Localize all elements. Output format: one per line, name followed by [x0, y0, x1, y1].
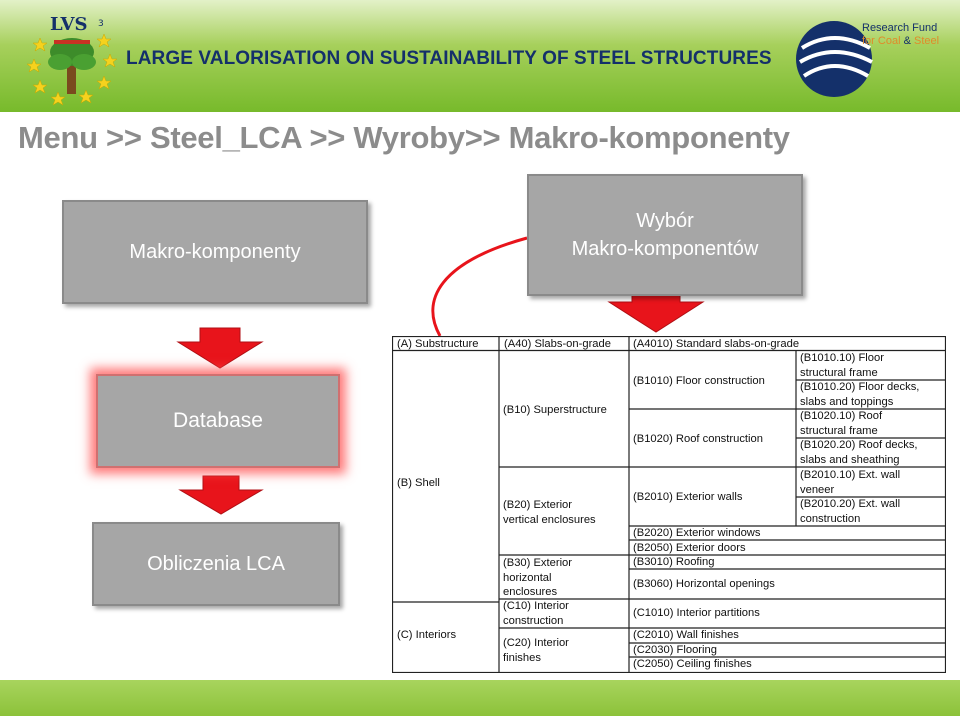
cell-b102020: (B1020.20) Roof decks, slabs and sheathi… — [800, 438, 918, 467]
cell-c10-line-2: construction — [503, 614, 564, 627]
cell-b1020: (B1020) Roof construction — [633, 433, 763, 445]
cell-c10: (C10) Interior construction — [503, 599, 569, 628]
footer-band — [0, 680, 960, 716]
cell-b201010-line-2: veneer — [800, 483, 835, 496]
cell-c20: (C20) Interior finishes — [503, 636, 569, 665]
header-slabs-on-grade: (A40) Slabs-on-grade — [504, 338, 611, 350]
header-band: LVS 3 LARGE VALORISATION ON SUSTAINABILI… — [0, 0, 960, 112]
header-title: LARGE VALORISATION ON SUSTAINABILITY OF … — [126, 48, 772, 69]
rfcs-for-coal: for Coal — [862, 35, 901, 47]
cell-c2050: (C2050) Ceiling finishes — [633, 658, 752, 670]
cell-b102010: (B1020.10) Roof structural frame — [800, 409, 882, 438]
cell-b101020-line-1: (B1010.20) Floor decks, — [800, 381, 920, 393]
cell-b2010: (B2010) Exterior walls — [633, 491, 743, 503]
wybor-line-2: Makro-komponentów — [571, 238, 759, 260]
cell-b102020-line-1: (B1020.20) Roof decks, — [800, 439, 918, 451]
wybor-line-1: Wybór — [636, 210, 694, 232]
cell-b20: (B20) Exterior vertical enclosures — [503, 498, 596, 527]
cell-b201020: (B2010.20) Ext. wall construction — [800, 497, 900, 526]
cell-b3060: (B3060) Horizontal openings — [633, 578, 775, 590]
cell-b1010: (B1010) Floor construction — [633, 375, 765, 387]
rfcs-line-2: for Coal & Steel — [862, 35, 939, 48]
lvs-logo-text: LVS — [50, 14, 88, 35]
rfcs-logo-icon — [796, 21, 873, 97]
wybor-box[interactable]: Wybór Makro-komponentów — [527, 174, 803, 296]
cell-b101020-line-2: slabs and toppings — [800, 395, 894, 408]
rfcs-steel: Steel — [914, 35, 940, 47]
cell-b30-line-3: enclosures — [503, 586, 558, 598]
rfcs-line-1: Research Fund — [862, 22, 938, 34]
database-label: Database — [173, 409, 263, 432]
cell-b101020: (B1010.20) Floor decks, slabs and toppin… — [800, 380, 919, 409]
cell-b20-line-1: (B20) Exterior — [503, 499, 573, 511]
cell-b2050: (B2050) Exterior doors — [633, 542, 746, 554]
curved-arrow-icon — [431, 236, 528, 337]
cell-b30: (B30) Exterior horizontal enclosures — [503, 556, 572, 600]
lvs-logo-sup: 3 — [98, 19, 104, 29]
cell-b3010: (B3010) Roofing — [633, 556, 715, 568]
cell-b20-line-2: vertical enclosures — [503, 513, 596, 526]
classification-table: (A) Substructure (A40) Slabs-on-grade (A… — [392, 336, 946, 673]
makro-komponenty-box[interactable]: Makro-komponenty — [62, 200, 368, 304]
lvs-logo-icon: LVS 3 — [26, 14, 118, 106]
rfcs-amp: & — [903, 35, 911, 47]
down-arrow-makro-icon — [176, 327, 264, 369]
cell-b30-line-1: (B30) Exterior — [503, 557, 573, 569]
page-title: Menu >> Steel_LCA >> Wyroby>> Makro-komp… — [18, 120, 790, 155]
cell-shell: (B) Shell — [397, 477, 440, 489]
down-arrow-database-icon — [178, 475, 264, 515]
cell-b102020-line-2: slabs and sheathing — [800, 453, 900, 466]
cell-b201020-line-1: (B2010.20) Ext. wall — [800, 498, 901, 510]
cell-c20-line-2: finishes — [503, 651, 541, 664]
header-substructure: (A) Substructure — [397, 338, 479, 350]
header-standard-slabs: (A4010) Standard slabs-on-grade — [633, 338, 800, 350]
cell-interiors: (C) Interiors — [397, 629, 457, 641]
obliczenia-lca-label: Obliczenia LCA — [147, 552, 285, 575]
cell-b101010-line-2: structural frame — [800, 366, 878, 379]
cell-b201020-line-2: construction — [800, 512, 861, 525]
makro-komponenty-label: Makro-komponenty — [129, 240, 301, 263]
cell-c2010: (C2010) Wall finishes — [633, 629, 739, 641]
cell-c1010: (C1010) Interior partitions — [633, 607, 760, 619]
rfcs-text: Research Fund for Coal & Steel — [862, 22, 939, 48]
cell-b102010-line-1: (B1020.10) Roof — [800, 410, 883, 422]
cell-b2020: (B2020) Exterior windows — [633, 527, 761, 539]
cell-b101010: (B1010.10) Floor structural frame — [800, 351, 884, 380]
cell-b101010-line-1: (B1010.10) Floor — [800, 352, 884, 364]
cell-b30-line-2: horizontal — [503, 571, 552, 584]
cell-b201010-line-1: (B2010.10) Ext. wall — [800, 469, 901, 481]
database-box[interactable]: Database — [96, 374, 340, 468]
cell-b201010: (B2010.10) Ext. wall veneer — [800, 468, 900, 497]
cell-c10-line-1: (C10) Interior — [503, 600, 569, 612]
cell-b102010-line-2: structural frame — [800, 424, 878, 437]
cell-b10: (B10) Superstructure — [503, 404, 607, 416]
cell-c2030: (C2030) Flooring — [633, 644, 717, 656]
table-grid — [392, 336, 946, 673]
cell-c20-line-1: (C20) Interior — [503, 637, 569, 649]
obliczenia-lca-box[interactable]: Obliczenia LCA — [92, 522, 340, 606]
